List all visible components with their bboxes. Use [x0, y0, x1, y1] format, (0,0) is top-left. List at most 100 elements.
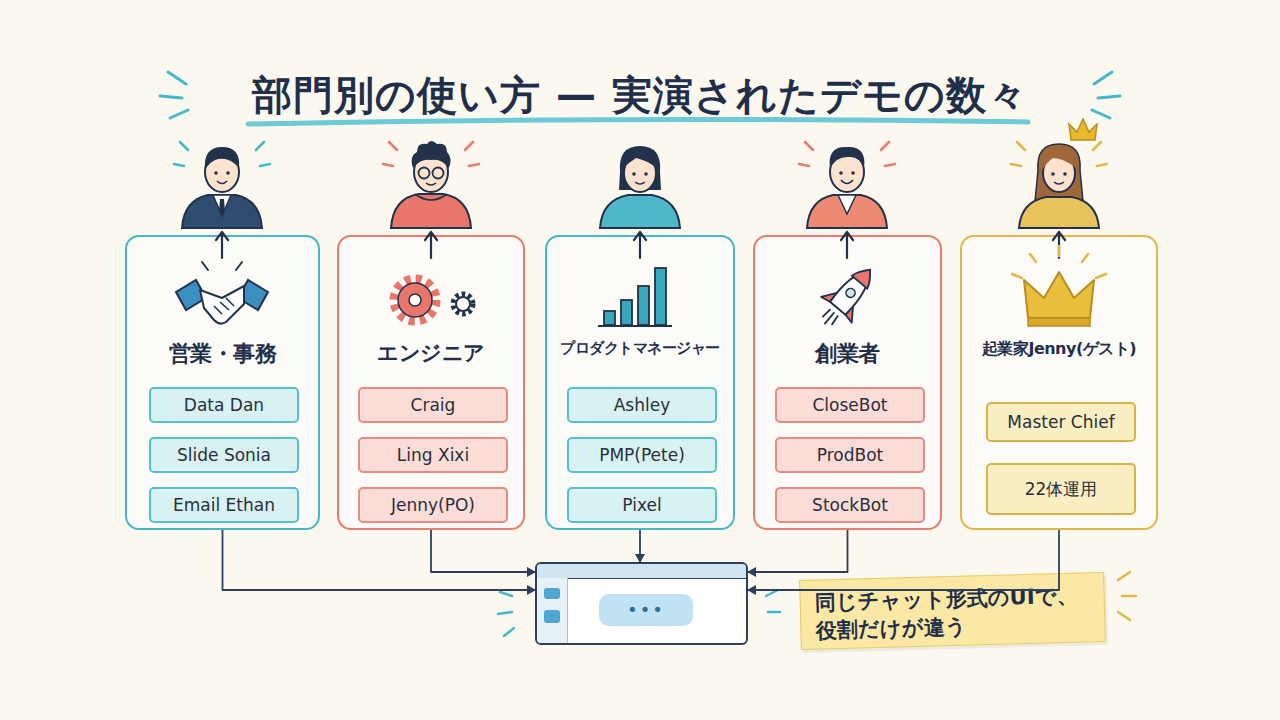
person-eye — [1051, 172, 1055, 176]
rocket-body — [830, 263, 878, 315]
agent-name: Craig — [411, 396, 456, 415]
sidebar-icon — [544, 588, 560, 599]
person-figure — [174, 142, 270, 228]
column-heading: 起業家Jenny(ゲスト) — [962, 339, 1156, 360]
note-box: 同じチャット形式のUIで、役割だけが違う — [799, 572, 1106, 650]
column-heading: プロダクトマネージャー — [547, 339, 733, 358]
agent-name: ProdBot — [817, 446, 884, 465]
person-bangs — [1042, 150, 1076, 170]
agent-box: Craig — [358, 387, 508, 423]
person-smile — [217, 181, 227, 184]
person-figure — [383, 141, 479, 228]
person-smile — [1054, 182, 1064, 184]
rocket-nose — [852, 264, 878, 289]
agent-name: Data Dan — [184, 396, 264, 415]
person-body — [807, 195, 887, 228]
rocket-icon — [810, 257, 886, 336]
handshake-icon — [176, 262, 268, 324]
person-head — [414, 152, 448, 192]
person-eye — [226, 171, 230, 175]
chat-rays — [766, 590, 780, 612]
person-rays — [799, 142, 895, 166]
chart-bar — [621, 300, 632, 325]
agent-name: Pixel — [622, 496, 661, 515]
rocket-flame — [820, 309, 838, 327]
crown-icon — [1012, 246, 1106, 326]
person-bangs — [623, 151, 657, 168]
agent-name: Master Chief — [1007, 413, 1114, 432]
crown-rays — [1012, 246, 1106, 278]
column-box: 創業者 CloseBotProdBotStockBot — [753, 235, 942, 530]
handshake-sleeve — [238, 280, 268, 310]
person-hood — [415, 194, 447, 200]
agent-box: Ling Xixi — [358, 437, 508, 473]
up-arrow — [425, 232, 437, 258]
gear-body — [398, 283, 432, 317]
agent-name: StockBot — [812, 496, 888, 515]
person-eye — [644, 172, 648, 176]
agent-box: 22体運用 — [986, 463, 1136, 515]
person-hair-back — [619, 146, 661, 190]
column-heading: 営業・事務 — [127, 339, 318, 369]
person-tie — [219, 199, 225, 216]
gear-teeth — [394, 279, 436, 321]
column-heading: エンジニア — [339, 339, 523, 367]
person-glasses — [433, 168, 444, 179]
person-shirt — [838, 195, 856, 214]
person-smile — [635, 182, 645, 184]
agent-name: Ashley — [614, 396, 671, 415]
column-box: プロダクトマネージャー AshleyPMP(Pete) Pixel — [545, 235, 735, 530]
agent-box: Jenny(PO) — [358, 487, 508, 523]
agent-box: Data Dan — [149, 387, 299, 423]
person-body — [391, 194, 471, 228]
person-glasses — [419, 168, 430, 179]
person-figure — [1011, 119, 1107, 228]
crown-shape — [1024, 272, 1094, 318]
gear-body — [456, 297, 470, 311]
person-eye — [632, 172, 636, 176]
note-text: 同じチャット形式のUIで、役割だけが違う — [814, 582, 1085, 646]
person-eye — [851, 171, 855, 175]
person-eye — [839, 171, 843, 175]
column-heading: 創業者 — [755, 339, 940, 369]
person-head — [1043, 154, 1075, 192]
up-arrow — [1053, 232, 1065, 258]
column-box: 起業家Jenny(ゲスト) Master Chief 22体運用 — [960, 235, 1158, 530]
typing-indicator: ••• — [599, 594, 693, 626]
handshake-sleeve — [176, 280, 206, 310]
agent-name: PMP(Pete) — [599, 446, 685, 465]
note-rays — [1118, 572, 1136, 620]
person-hair — [412, 141, 451, 168]
chat-rays — [498, 592, 514, 636]
rocket-fin — [821, 286, 861, 322]
crown-base — [1028, 318, 1090, 326]
person-crown — [1069, 119, 1097, 140]
agent-box: PMP(Pete) — [567, 437, 717, 473]
rocket-window — [844, 287, 857, 300]
person-hair-back — [1034, 144, 1084, 212]
up-arrows — [216, 232, 1065, 258]
agent-name: Email Ethan — [173, 496, 275, 515]
agent-box: CloseBot — [775, 387, 925, 423]
connector-arrow — [223, 530, 536, 590]
window-sidebar — [537, 578, 568, 643]
up-arrow — [634, 232, 646, 258]
person-smile — [841, 180, 853, 184]
up-arrow — [841, 232, 853, 258]
handshake-rays — [202, 262, 242, 270]
column-box: エンジニア CraigLing XixiJenny(PO) — [337, 235, 525, 530]
agent-box: StockBot — [775, 487, 925, 523]
person-rays — [383, 142, 479, 166]
connector-arrow — [639, 530, 641, 562]
bar-chart-icon — [598, 268, 672, 326]
agent-box: Master Chief — [986, 402, 1136, 442]
column-box: 営業・事務 Data DanSlide SoniaEmail Ethan — [125, 235, 320, 530]
agent-name: CloseBot — [812, 396, 887, 415]
person-body — [600, 195, 680, 228]
agent-box: Slide Sonia — [149, 437, 299, 473]
person-figure — [600, 146, 680, 228]
chat-window: ••• — [535, 562, 748, 645]
chart-bar — [638, 286, 649, 325]
person-figure — [799, 142, 895, 228]
agent-box: Pixel — [567, 487, 717, 523]
